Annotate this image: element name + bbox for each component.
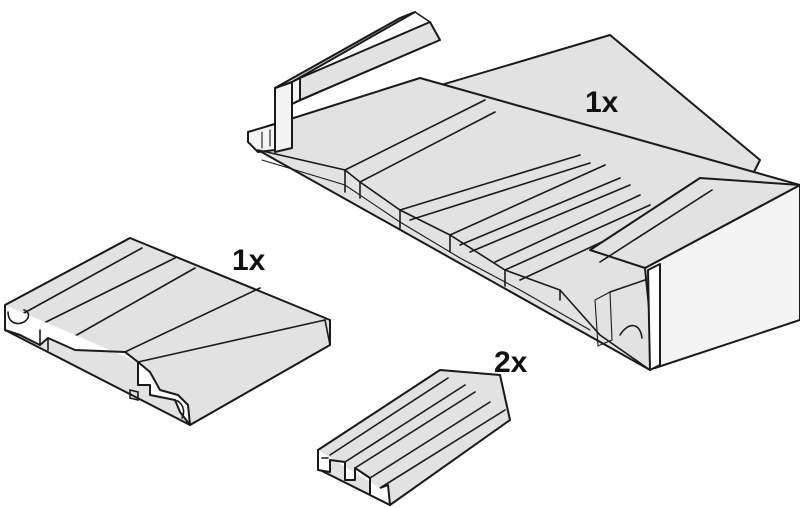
large-u-channel-profile (247, 11, 800, 371)
small-profile (317, 369, 511, 506)
large-profile-quantity-label: 1x (585, 86, 619, 119)
flat-profile-quantity-label: 1x (232, 244, 266, 277)
flat-profile (4, 237, 331, 426)
small-profile-quantity-label: 2x (494, 346, 528, 379)
